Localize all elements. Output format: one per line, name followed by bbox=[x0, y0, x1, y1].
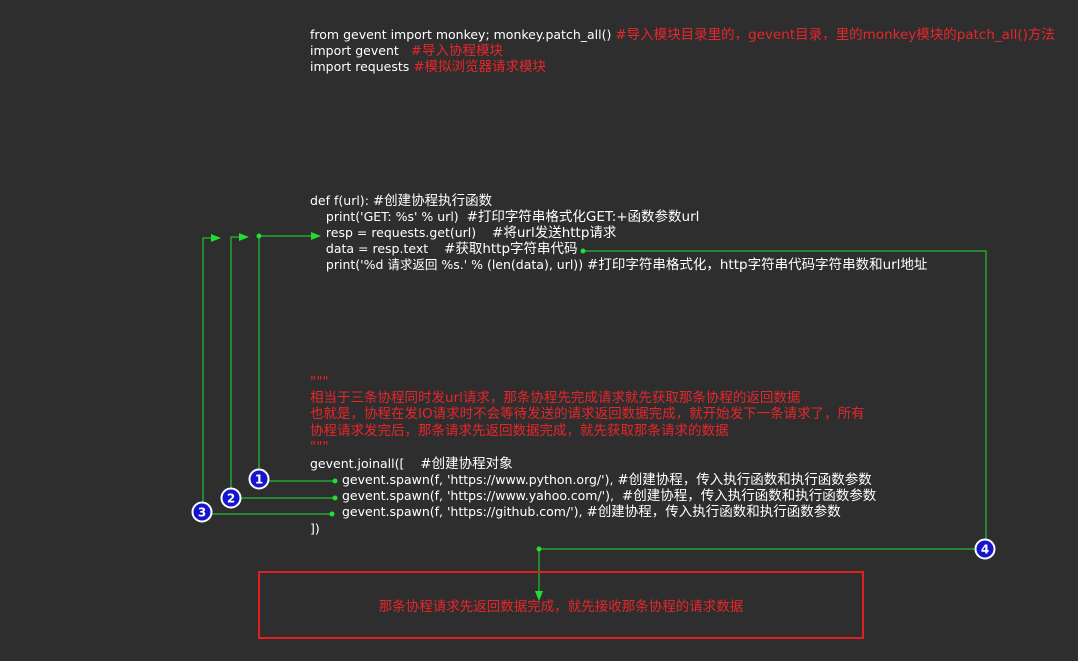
comment-text: #创建协程对象 bbox=[420, 456, 513, 472]
comment-text: #导入协程模块 bbox=[410, 43, 504, 59]
badge-2: 2 bbox=[220, 487, 242, 509]
arrow-4 bbox=[535, 250, 987, 601]
arrow-1 bbox=[258, 232, 335, 482]
docstring-line-2: 也就是，协程在发IO请求时不会等待发送的请求返回数据完成，就开始发下一条请求了，… bbox=[310, 406, 865, 422]
badge-2-label: 2 bbox=[227, 492, 235, 506]
code-text: gevent.spawn(f, 'https://www.python.org/… bbox=[342, 472, 618, 487]
code-text: import gevent bbox=[310, 43, 411, 58]
code-text: gevent.spawn(f, 'https://github.com/'), bbox=[342, 504, 587, 519]
closing-line: ]) bbox=[310, 521, 320, 536]
connector-dot bbox=[329, 511, 335, 517]
result-box: 那条协程请求先返回数据完成，就先接收那条协程的请求数据 bbox=[258, 571, 864, 639]
comment-text: #将url发送http请求 bbox=[492, 225, 617, 241]
arrow-3 bbox=[202, 234, 332, 515]
badge-3: 3 bbox=[191, 501, 213, 523]
code-text: resp = requests.get(url) bbox=[310, 225, 493, 240]
import-line-3: import requests #模拟浏览器请求模块 bbox=[310, 59, 546, 75]
code-text: data = resp.text bbox=[310, 241, 445, 256]
code-text: from gevent import monkey; monkey.patch_… bbox=[310, 27, 616, 42]
import-line-1: from gevent import monkey; monkey.patch_… bbox=[310, 27, 1055, 43]
joinall-line: gevent.joinall([ #创建协程对象 bbox=[310, 456, 513, 472]
badge-4: 4 bbox=[974, 538, 996, 560]
docstring-line-3: 协程请求发完后，那条请求先返回数据完成，就先获取那条请求的数据 bbox=[310, 423, 729, 439]
func-print-line: print('GET: %s' % url) #打印字符串格式化GET:+函数参… bbox=[310, 209, 700, 225]
code-text: def f(url): bbox=[310, 193, 373, 208]
spawn-line-1: gevent.spawn(f, 'https://www.python.org/… bbox=[342, 472, 872, 488]
badge-1-label: 1 bbox=[255, 473, 263, 487]
comment-text: #创建协程，传入执行函数和执行函数参数 bbox=[586, 504, 841, 520]
code-text: gevent.joinall([ bbox=[310, 456, 421, 471]
func-data-line: data = resp.text #获取http字符串代码 bbox=[310, 241, 578, 257]
code-text: print('%d 请求返回 %s.' % (len(data), url)) bbox=[310, 257, 588, 272]
comment-text: #打印字符串格式化GET:+函数参数url bbox=[466, 209, 700, 225]
spawn-line-2: gevent.spawn(f, 'https://www.yahoo.com/'… bbox=[342, 488, 876, 504]
code-text: gevent.spawn(f, 'https://www.yahoo.com/'… bbox=[342, 488, 622, 503]
func-def-line: def f(url): #创建协程执行函数 bbox=[310, 193, 492, 209]
badge-1: 1 bbox=[248, 468, 270, 490]
badge-4-label: 4 bbox=[981, 543, 989, 557]
docstring-open: """ bbox=[310, 374, 329, 390]
connector-dot bbox=[332, 478, 338, 484]
spawn-line-3: gevent.spawn(f, 'https://github.com/'), … bbox=[342, 504, 841, 520]
func-resp-line: resp = requests.get(url) #将url发送http请求 bbox=[310, 225, 617, 241]
comment-text: #获取http字符串代码 bbox=[444, 241, 578, 257]
comment-text: #创建协程执行函数 bbox=[372, 193, 493, 209]
docstring-line-1: 相当于三条协程同时发url请求，那条协程先完成请求就先获取那条协程的返回数据 bbox=[310, 390, 801, 406]
comment-text: #打印字符串格式化，http字符串代码字符串数和url地址 bbox=[587, 257, 928, 273]
code-text: print('GET: %s' % url) bbox=[310, 209, 467, 224]
docstring-close: """ bbox=[310, 439, 329, 455]
comment-text: #创建协程，传入执行函数和执行函数参数 bbox=[621, 488, 877, 504]
comment-text: #创建协程，传入执行函数和执行函数参数 bbox=[617, 472, 872, 488]
result-text: 那条协程请求先返回数据完成，就先接收那条协程的请求数据 bbox=[378, 599, 744, 615]
connector-dot bbox=[332, 495, 338, 501]
comment-text: #模拟浏览器请求模块 bbox=[413, 59, 547, 75]
connector-dot bbox=[580, 248, 586, 254]
connector-dot bbox=[536, 546, 542, 552]
import-line-2: import gevent #导入协程模块 bbox=[310, 43, 503, 59]
func-print-result-line: print('%d 请求返回 %s.' % (len(data), url)) … bbox=[310, 257, 928, 273]
connector-dot bbox=[256, 233, 262, 239]
code-text: import requests bbox=[310, 59, 414, 74]
arrow-2 bbox=[230, 233, 335, 499]
comment-text: #导入模块目录里的，gevent目录，里的monkey模块的patch_all(… bbox=[615, 27, 1055, 43]
badge-3-label: 3 bbox=[198, 506, 206, 520]
